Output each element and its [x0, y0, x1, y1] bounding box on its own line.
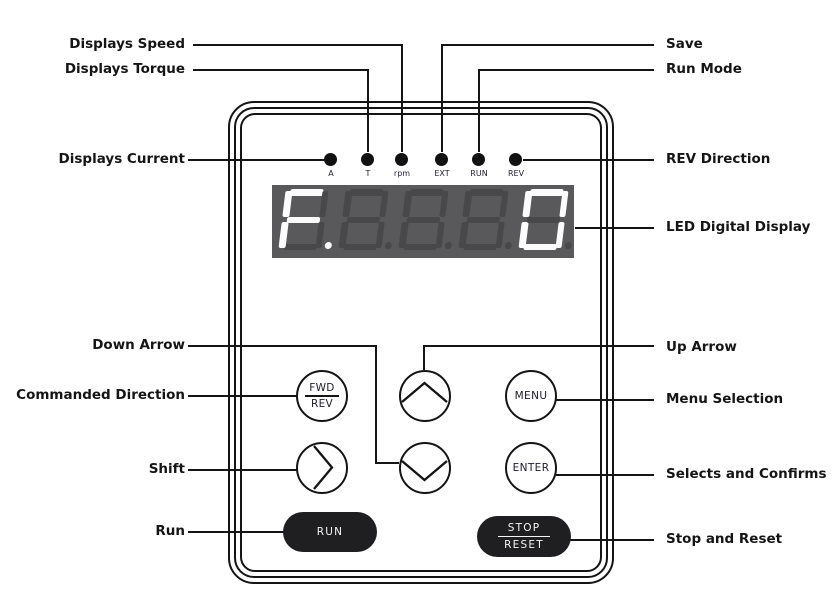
- label-stop-and-reset: Stop and Reset: [666, 531, 783, 547]
- chevron-right-icon: [313, 445, 334, 490]
- save-led: [435, 153, 448, 166]
- segment-a: [409, 189, 444, 196]
- segment-d: [403, 243, 438, 250]
- label-up-arrow: Up Arrow: [666, 339, 737, 355]
- decimal-point: [324, 242, 333, 249]
- segment-a: [469, 189, 504, 196]
- led-label-run: RUN: [470, 169, 488, 178]
- label-down-arrow: Down Arrow: [92, 337, 185, 353]
- segment-a: [289, 189, 324, 196]
- menu-button[interactable]: MENU: [505, 370, 557, 422]
- label-run-mode: Run Mode: [666, 61, 742, 77]
- segment-f: [522, 191, 532, 217]
- segment-d: [523, 243, 558, 250]
- label-led-digital-display: LED Digital Display: [666, 219, 811, 235]
- run-button-label: RUN: [316, 525, 344, 538]
- speed-led: [395, 153, 408, 166]
- chevron-down-icon: [401, 460, 448, 482]
- segment-g: [346, 216, 381, 223]
- stop-label: STOP: [507, 521, 541, 534]
- led-digital-display: [272, 185, 574, 258]
- leader-displays-torque: [193, 69, 369, 152]
- display-digit-5: [518, 189, 573, 250]
- run-button[interactable]: RUN: [283, 512, 377, 552]
- fwd-rev-button[interactable]: FWD REV: [296, 370, 348, 422]
- segment-d: [463, 243, 498, 250]
- segment-f: [342, 191, 352, 217]
- label-shift: Shift: [148, 461, 185, 477]
- chevron-up-icon: [401, 381, 448, 403]
- segment-a: [349, 189, 384, 196]
- enter-button[interactable]: ENTER: [505, 442, 557, 494]
- segment-f: [462, 191, 472, 217]
- label-run: Run: [155, 523, 185, 539]
- current-led: [324, 153, 337, 166]
- torque-led: [361, 153, 374, 166]
- label-displays-current: Displays Current: [58, 151, 185, 167]
- enter-label: ENTER: [512, 461, 550, 474]
- stop-reset-divider: [498, 535, 550, 538]
- decimal-point: [444, 242, 453, 249]
- reset-label: RESET: [504, 538, 544, 551]
- label-displays-torque: Displays Torque: [64, 61, 185, 77]
- leader-up-arrow: [423, 345, 654, 370]
- keypad-housing-middle: [234, 107, 608, 578]
- stop-reset-button[interactable]: STOP RESET: [477, 516, 571, 557]
- segment-g: [526, 216, 561, 223]
- fwd-label: FWD: [309, 381, 335, 394]
- segment-d: [283, 243, 318, 250]
- rev-led: [509, 153, 522, 166]
- rev-label: REV: [310, 398, 333, 411]
- segment-g: [406, 216, 441, 223]
- leader-save: [441, 44, 654, 152]
- led-label-rev: REV: [507, 169, 525, 178]
- led-label-t: T: [365, 169, 371, 178]
- display-digit-3: [398, 189, 453, 250]
- label-save: Save: [666, 36, 703, 52]
- run-mode-led: [472, 153, 485, 166]
- display-digit-2: [338, 189, 393, 250]
- fwd-rev-divider: [305, 395, 339, 397]
- leader-down-arrow: [188, 345, 399, 464]
- label-rev-direction: REV Direction: [666, 151, 771, 167]
- segment-f: [402, 191, 412, 217]
- led-label-a: A: [328, 169, 334, 178]
- leader-run-mode: [478, 69, 654, 152]
- leader-displays-speed: [193, 44, 403, 152]
- label-menu-selection: Menu Selection: [666, 391, 784, 407]
- label-displays-speed: Displays Speed: [69, 36, 185, 52]
- segment-g: [286, 216, 321, 223]
- segment-g: [466, 216, 501, 223]
- label-selects-and-confirms: Selects and Confirms: [666, 466, 827, 482]
- led-label-rpm: rpm: [393, 169, 411, 178]
- keypad-housing-outer: [228, 101, 614, 584]
- shift-button[interactable]: [296, 442, 348, 494]
- menu-label: MENU: [514, 389, 548, 402]
- down-arrow-button[interactable]: [399, 442, 451, 494]
- segment-f: [282, 191, 292, 217]
- led-label-ext: EXT: [434, 169, 450, 178]
- segment-d: [343, 243, 378, 250]
- up-arrow-button[interactable]: [399, 370, 451, 422]
- label-commanded-direction: Commanded Direction: [16, 387, 185, 403]
- decimal-point: [564, 242, 573, 249]
- display-digit-1: [278, 189, 333, 250]
- decimal-point: [384, 242, 393, 249]
- segment-a: [529, 189, 564, 196]
- decimal-point: [504, 242, 513, 249]
- display-digit-4: [458, 189, 513, 250]
